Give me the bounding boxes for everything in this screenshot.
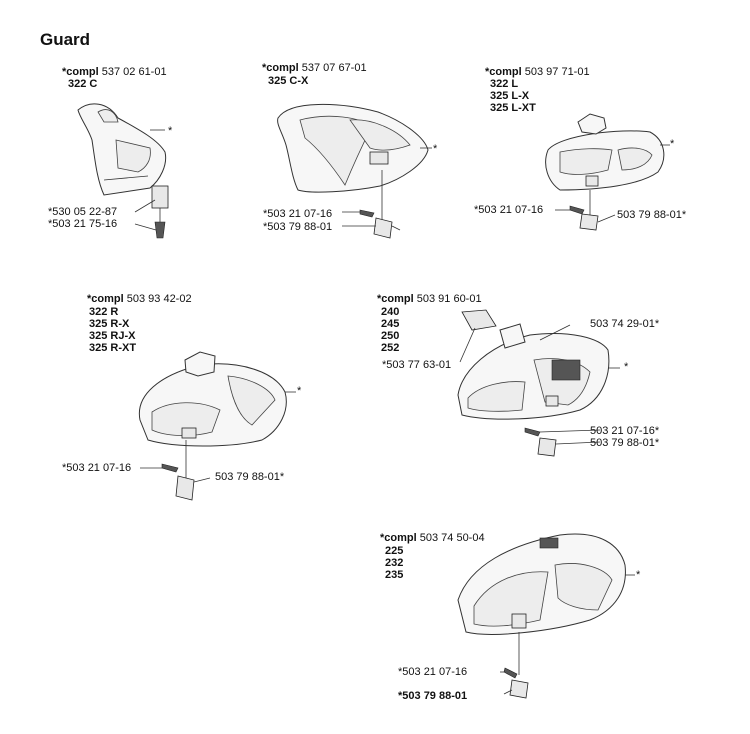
star-marker: * <box>624 361 629 373</box>
guard-322c-drawing <box>77 103 169 239</box>
compl-number: 503 93 42-02 <box>126 293 192 305</box>
model-label: 240 <box>381 306 400 318</box>
part-label: 503 79 88-01* <box>617 209 687 221</box>
part-label: 503 79 88-01* <box>590 437 660 449</box>
model-label: 325 R-XT <box>89 342 137 354</box>
part-label: *503 21 07-16 <box>398 666 468 678</box>
group4-models: 322 R 325 R-X 325 RJ-X 325 R-XT <box>89 306 136 354</box>
part-label: *503 21 07-16 <box>263 208 333 220</box>
model-label: 325 L-X <box>490 90 530 102</box>
model-label: 322 R <box>89 306 119 318</box>
page-title: Guard <box>40 30 91 49</box>
star-marker: * <box>670 138 675 150</box>
compl-number: 503 97 71-01 <box>524 66 590 78</box>
part-label: 503 79 88-01* <box>215 471 285 483</box>
model-label: 232 <box>385 557 404 569</box>
model-label: 325 L-XT <box>490 102 536 114</box>
compl-label: *compl <box>262 62 299 74</box>
model-label: 225 <box>385 545 404 557</box>
part-label: *503 79 88-01 <box>263 221 333 233</box>
star-marker: * <box>168 125 173 137</box>
part-label: *503 21 75-16 <box>48 218 118 230</box>
guard-225-drawing <box>457 533 635 699</box>
guard-322l-drawing <box>545 113 670 231</box>
part-label: *503 21 07-16 <box>474 204 544 216</box>
group6-models: 225 232 235 <box>385 545 403 581</box>
group2-header: *compl 537 07 67-01 <box>262 62 367 74</box>
star-marker: * <box>297 385 302 397</box>
model-label: 250 <box>381 330 400 342</box>
model-label: 245 <box>381 318 400 330</box>
group6-header: *compl 503 74 50-04 <box>380 532 485 544</box>
compl-number: 503 74 50-04 <box>419 532 485 544</box>
star-marker: * <box>433 143 438 155</box>
part-label: 503 21 07-16* <box>590 425 660 437</box>
compl-number: 537 07 67-01 <box>301 62 367 74</box>
guard-322r-drawing <box>138 351 296 501</box>
guard-325cx-drawing <box>277 103 432 239</box>
compl-label: *compl <box>87 293 124 305</box>
compl-label: *compl <box>377 293 414 305</box>
group1-models: 322 C <box>68 78 97 90</box>
group2-models: 325 C-X <box>268 75 308 87</box>
model-label: 325 C-X <box>268 75 309 87</box>
group3-header: *compl 503 97 71-01 <box>485 66 590 78</box>
part-label: *503 77 63-01 <box>382 359 452 371</box>
part-label: 503 74 29-01* <box>590 318 660 330</box>
model-label: 325 R-X <box>89 318 130 330</box>
group5-models: 240 245 250 252 <box>381 306 399 354</box>
guard-240-drawing <box>457 309 620 457</box>
group4-header: *compl 503 93 42-02 <box>87 293 192 305</box>
compl-label: *compl <box>62 66 99 78</box>
compl-label: *compl <box>485 66 522 78</box>
group1-header: *compl 537 02 61-01 <box>62 66 167 78</box>
compl-label: *compl <box>380 532 417 544</box>
model-label: 322 C <box>68 78 98 90</box>
model-label: 322 L <box>490 78 519 90</box>
compl-number: 537 02 61-01 <box>101 66 167 78</box>
model-label: 235 <box>385 569 404 581</box>
star-marker: * <box>636 569 641 581</box>
group5-header: *compl 503 91 60-01 <box>377 293 482 305</box>
model-label: 252 <box>381 342 400 354</box>
group3-models: 322 L 325 L-X 325 L-XT <box>490 78 536 114</box>
model-label: 325 RJ-X <box>89 330 136 342</box>
part-label: *530 05 22-87 <box>48 206 118 218</box>
part-label: *503 21 07-16 <box>62 462 132 474</box>
part-label: *503 79 88-01 <box>398 690 468 702</box>
compl-number: 503 91 60-01 <box>416 293 482 305</box>
